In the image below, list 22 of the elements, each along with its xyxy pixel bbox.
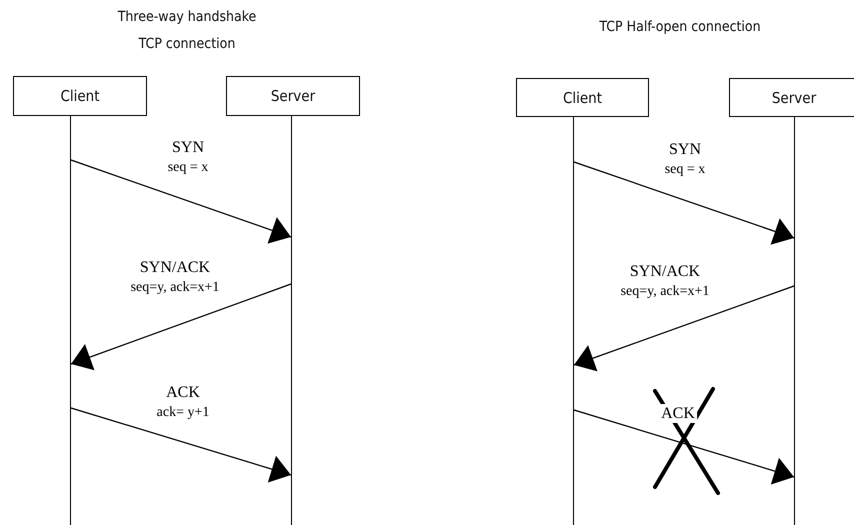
participant-box: Server	[729, 78, 854, 117]
diagram-heading: Three-way handshake TCP connection	[116, 8, 258, 54]
lifeline	[573, 117, 574, 525]
message-label: ACK	[659, 404, 697, 423]
diagram-heading: TCP Half-open connection	[598, 18, 762, 37]
participant-box: Client	[516, 78, 649, 117]
message-arrow	[574, 161, 794, 245]
message-label: SYN/ACK seq=y, ack=x+1	[618, 262, 712, 301]
lifeline	[291, 116, 292, 525]
message-arrow	[70, 407, 292, 483]
message-label: SYN/ACK seq=y, ack=x+1	[128, 258, 222, 297]
message-arrow	[574, 409, 794, 485]
message-label: SYN seq = x	[166, 138, 210, 177]
message-arrow	[574, 285, 794, 372]
participant-box: Server	[226, 76, 360, 116]
lifeline	[794, 117, 795, 525]
participant-box: Client	[13, 76, 147, 116]
lifeline	[70, 116, 71, 525]
message-arrow	[70, 159, 292, 244]
message-label: ACK ack= y+1	[154, 383, 212, 422]
message-arrow	[70, 283, 292, 370]
message-label: SYN seq = x	[662, 140, 708, 179]
